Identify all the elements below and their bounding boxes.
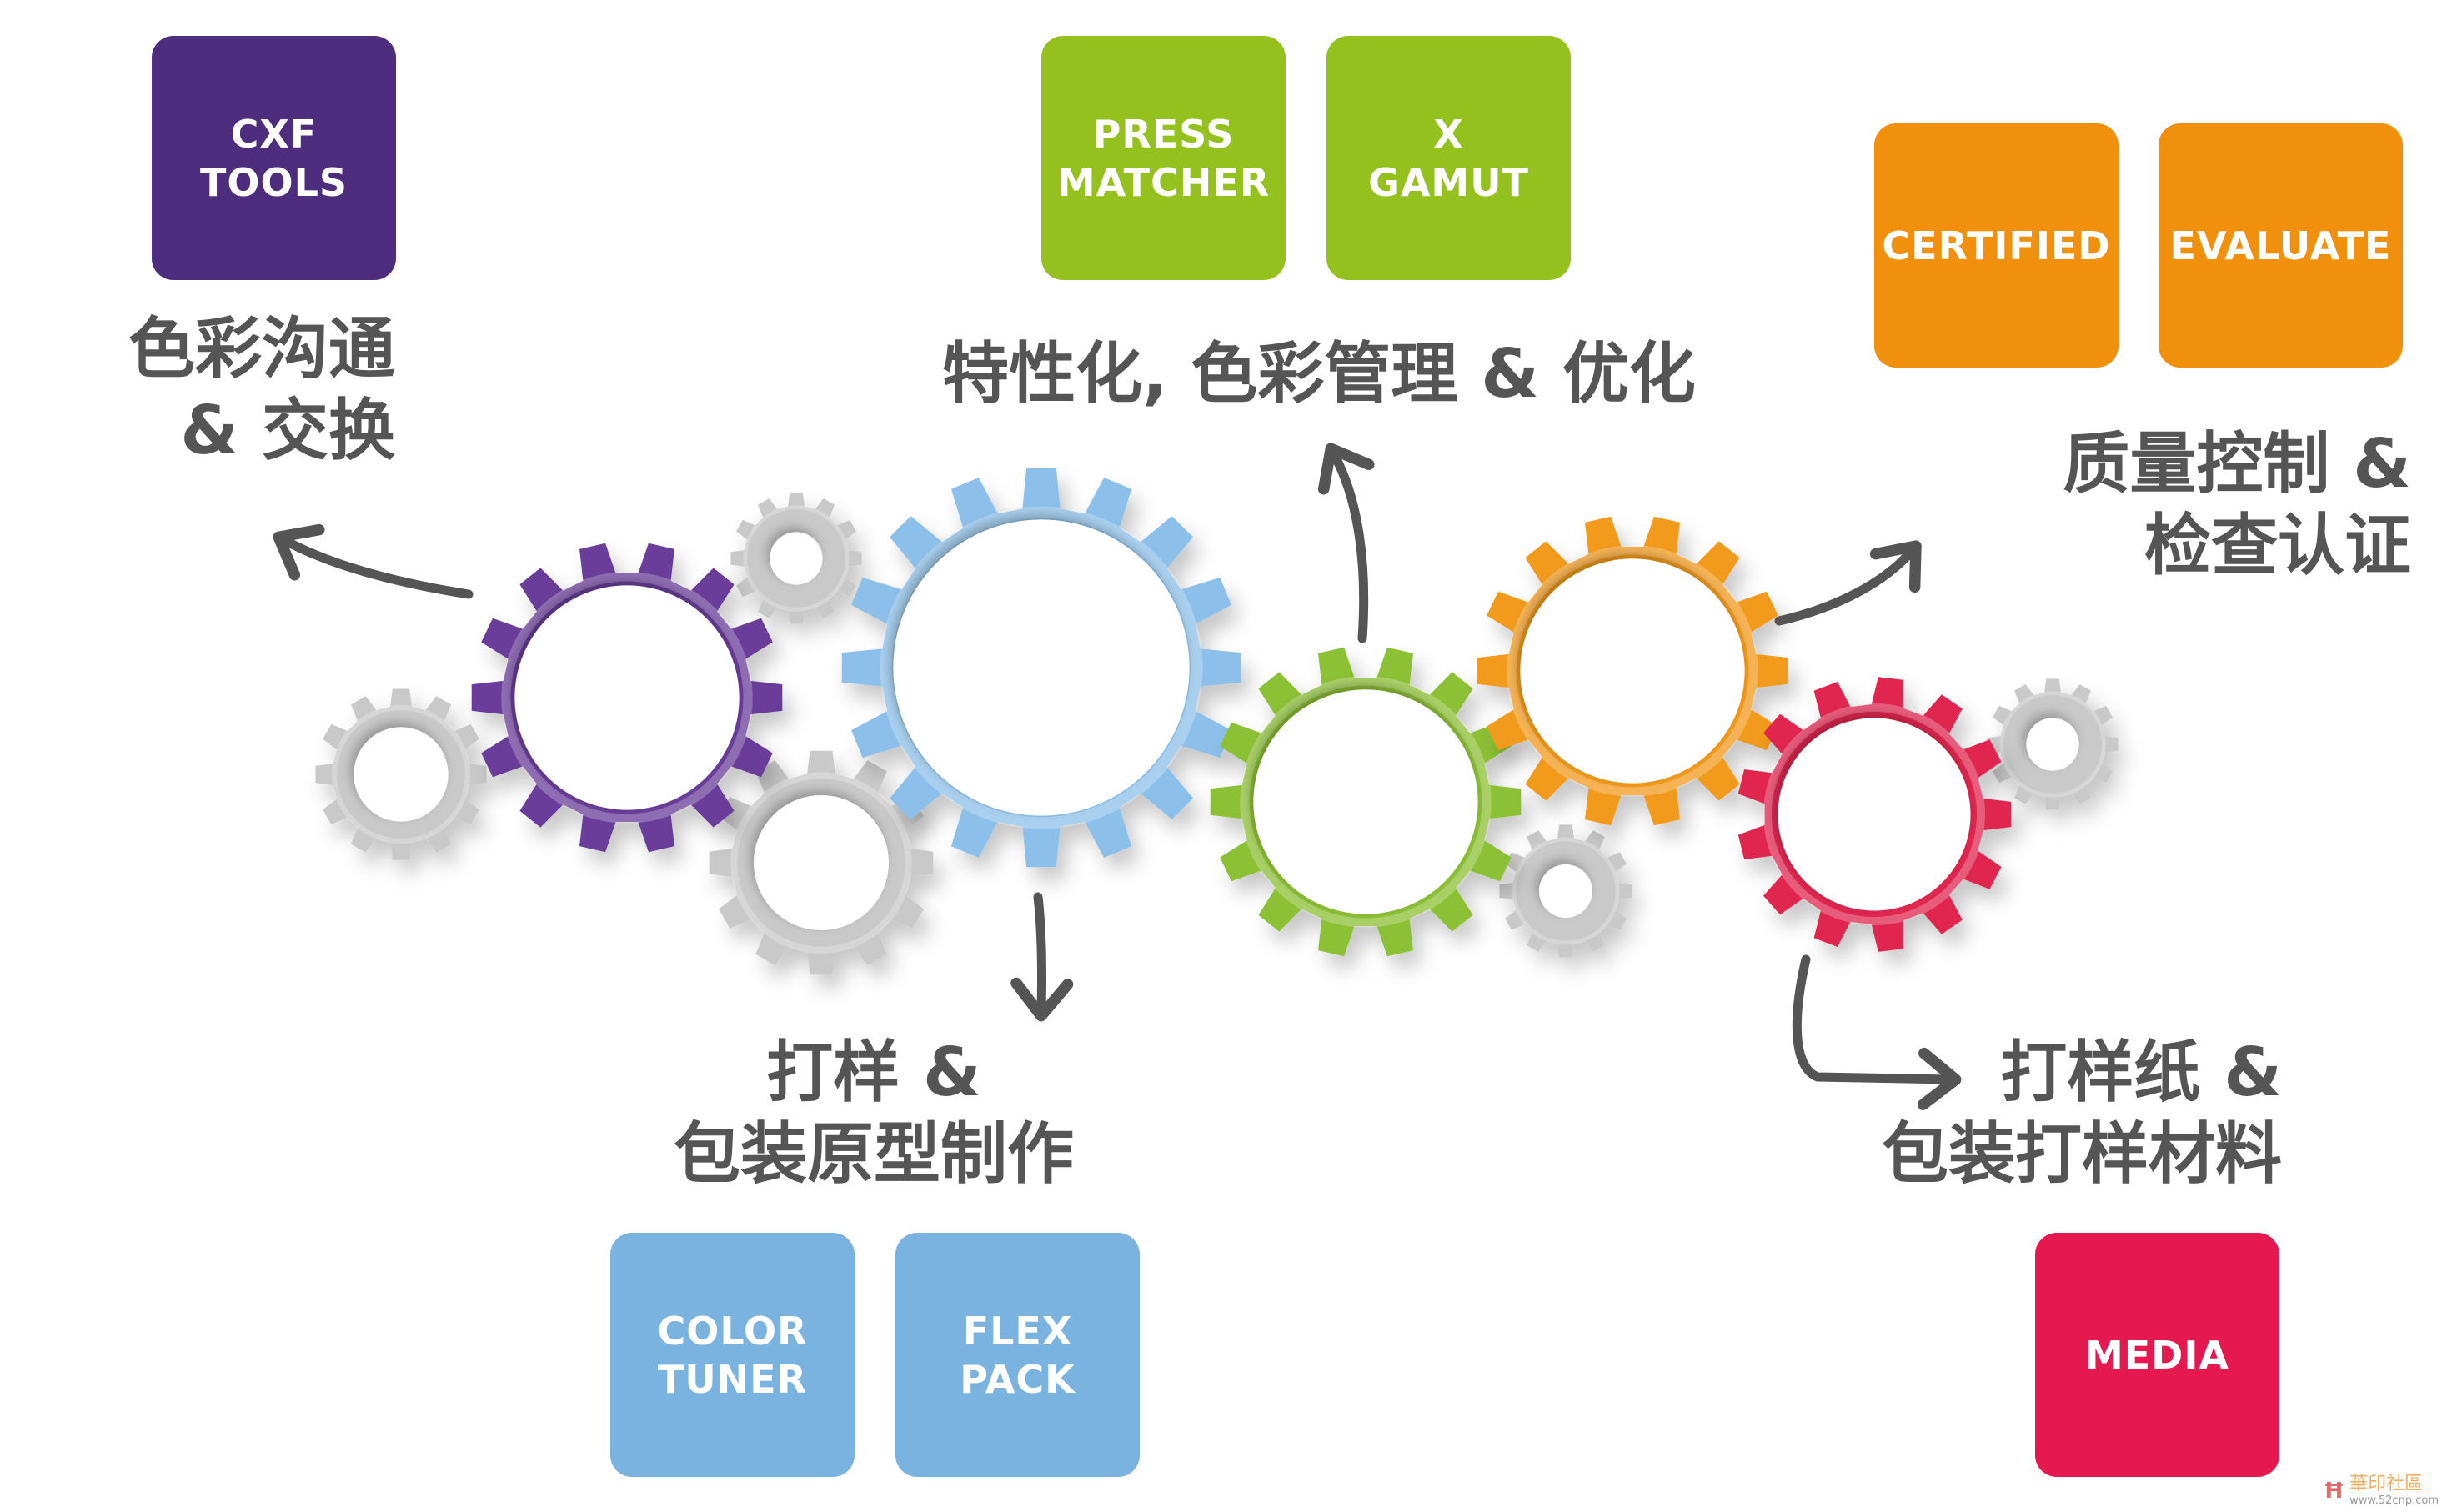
gear-highlight bbox=[880, 506, 1203, 829]
gear-hole bbox=[1520, 558, 1745, 784]
gear-hole bbox=[2026, 718, 2079, 771]
watermark-name: 華印社區 bbox=[2349, 1474, 2424, 1494]
watermark-url: www.52cnp.com bbox=[2349, 1494, 2439, 1507]
quality-line-2: 检查认证 bbox=[2144, 507, 2411, 584]
watermark: Ħ 華印社區 www.52cnp.com bbox=[2323, 1474, 2439, 1508]
flex-pack-button[interactable]: FLEX PACK bbox=[895, 1233, 1140, 1477]
certified-button[interactable]: CERTIFIED bbox=[1874, 123, 2119, 368]
proofing-label: 打样 & 包装原型制作 bbox=[624, 1032, 1124, 1195]
media-line-2: 包装打样材料 bbox=[1882, 1115, 2282, 1193]
gear-hole bbox=[893, 519, 1190, 816]
arrow-to-quality bbox=[1774, 540, 1922, 626]
media-line-1: 打样纸 & bbox=[2000, 1034, 2282, 1111]
gear-gray-small-right-icon bbox=[1987, 678, 2119, 810]
gear-highlight bbox=[501, 572, 753, 824]
media-button[interactable]: MEDIA bbox=[2035, 1233, 2279, 1477]
gear-gray-left-icon bbox=[315, 688, 487, 860]
watermark-logo-icon: Ħ bbox=[2323, 1478, 2345, 1504]
gear-hole bbox=[514, 585, 740, 810]
gear-highlight bbox=[1763, 703, 1985, 925]
cxf-tools-button[interactable]: CXF TOOLS bbox=[152, 36, 396, 280]
gear-gray-small-top-icon bbox=[730, 493, 862, 624]
quality-label: 质量控制 & 检查认证 bbox=[2063, 423, 2411, 587]
gear-hole bbox=[354, 727, 449, 822]
arrow-to-communication bbox=[273, 523, 474, 599]
gear-orange-icon bbox=[1477, 516, 1788, 826]
gear-hole bbox=[1539, 864, 1592, 918]
press-matcher-button[interactable]: PRESS MATCHER bbox=[1041, 36, 1286, 280]
arrow-to-characterization bbox=[1317, 443, 1375, 643]
arrow-to-proofing bbox=[1010, 892, 1074, 1022]
communication-line-1: 色彩沟通 bbox=[128, 310, 395, 388]
gear-green-icon bbox=[1210, 647, 1522, 957]
gear-hole bbox=[770, 532, 823, 585]
gear-gray-small-bottom-icon bbox=[1499, 824, 1632, 958]
gear-red-icon bbox=[1737, 677, 2012, 952]
gear-highlight bbox=[331, 704, 471, 844]
gear-purple-icon bbox=[471, 543, 783, 853]
gear-blue-icon bbox=[841, 468, 1241, 868]
communication-line-2: & 交换 bbox=[180, 392, 395, 469]
gear-highlight bbox=[1240, 676, 1492, 928]
media-label: 打样纸 & 包装打样材料 bbox=[1882, 1032, 2282, 1195]
color-tuner-button[interactable]: COLOR TUNER bbox=[610, 1233, 855, 1477]
gear-highlight bbox=[1999, 691, 2106, 798]
communication-label: 色彩沟通 & 交换 bbox=[128, 308, 395, 472]
gear-highlight bbox=[1507, 545, 1758, 797]
gear-hole bbox=[754, 795, 889, 930]
evaluate-button[interactable]: EVALUATE bbox=[2159, 123, 2403, 368]
arrow-to-media bbox=[1792, 954, 1962, 1110]
characterization-label: 特性化, 色彩管理 & 优化 bbox=[942, 335, 1696, 413]
proofing-line-2: 包装原型制作 bbox=[674, 1115, 1074, 1193]
gear-gray-middle-icon bbox=[709, 750, 934, 975]
quality-line-1: 质量控制 & bbox=[2063, 425, 2411, 503]
gear-highlight bbox=[743, 505, 850, 612]
proofing-line-1: 打样 & bbox=[766, 1034, 981, 1111]
x-gamut-button[interactable]: X GAMUT bbox=[1326, 36, 1571, 280]
gear-hole bbox=[1253, 689, 1478, 914]
gear-hole bbox=[1778, 718, 1971, 911]
gear-highlight bbox=[730, 772, 912, 954]
gear-highlight bbox=[1512, 837, 1620, 945]
